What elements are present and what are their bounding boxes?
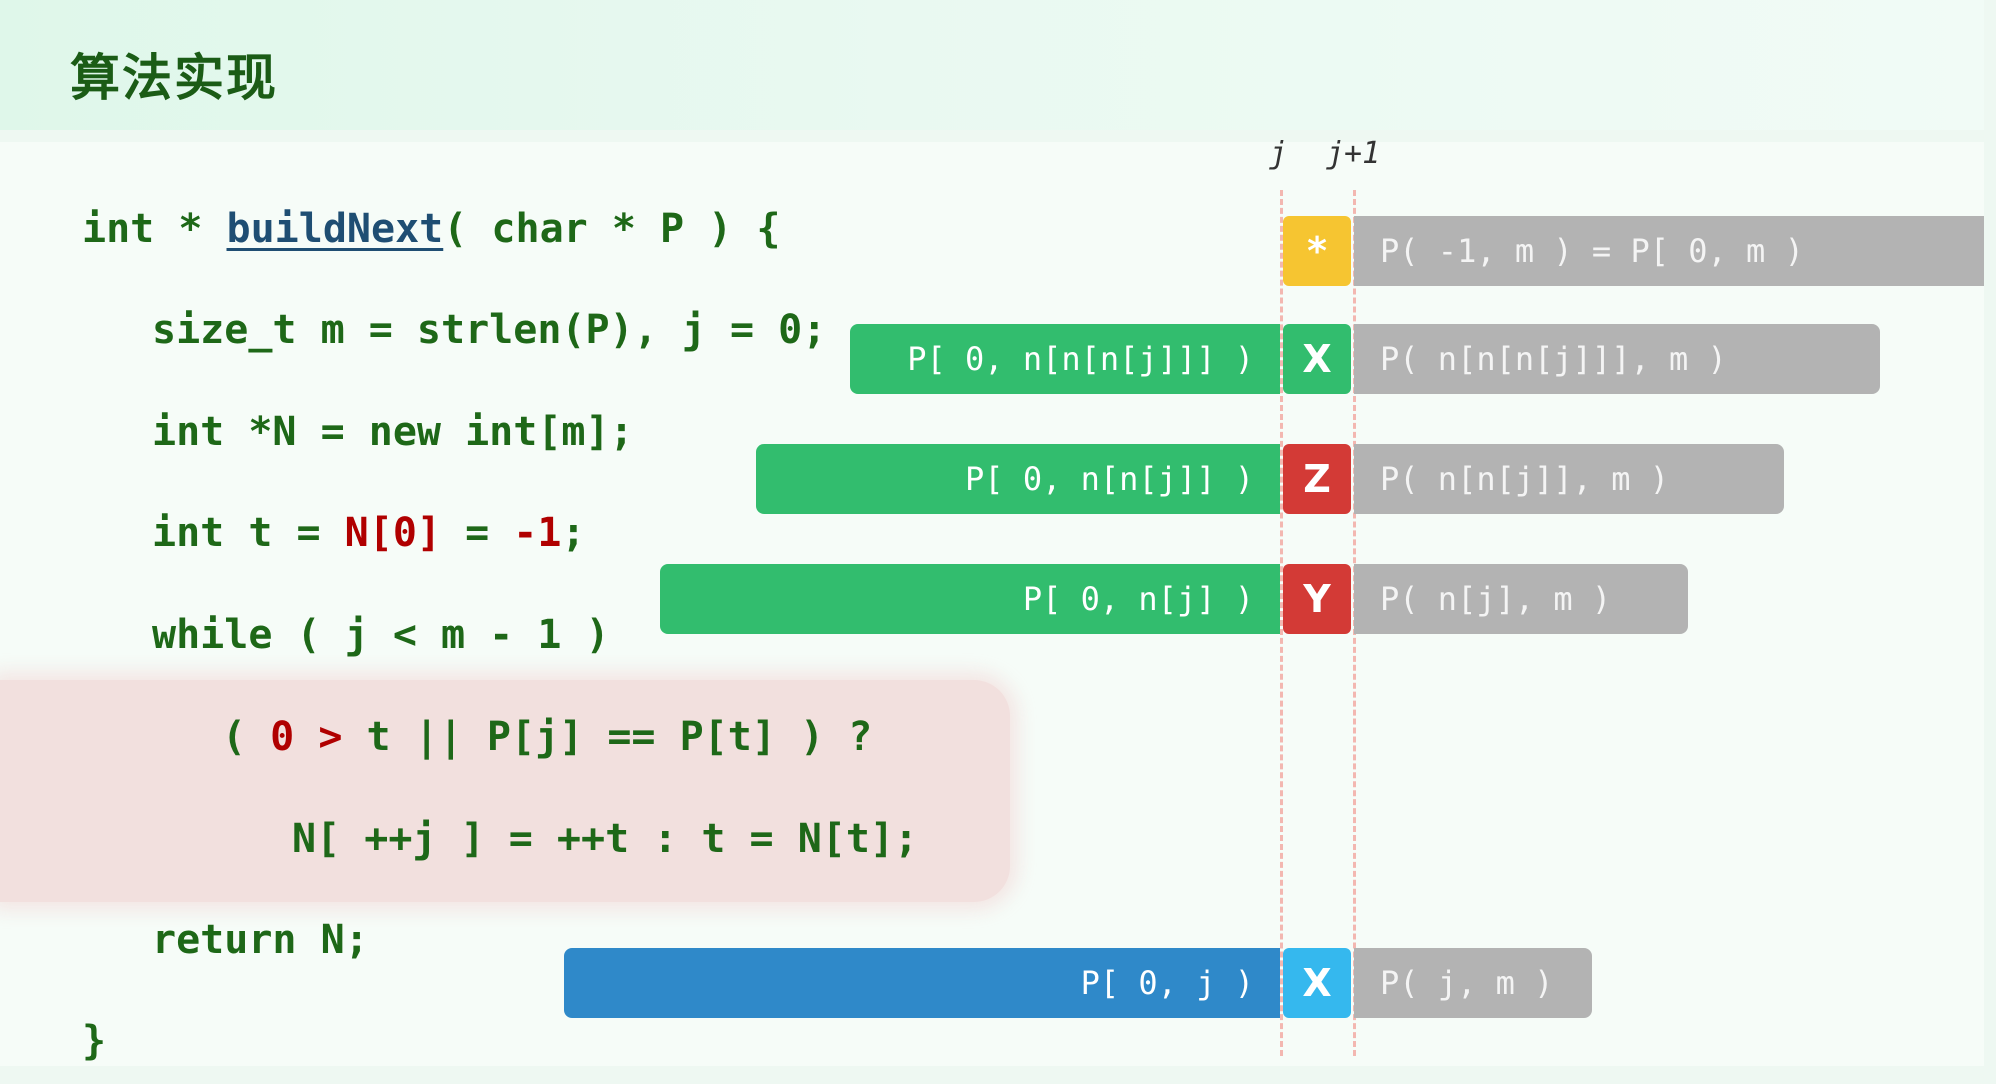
row-1-suffix: P( n[n[n[j]]], m )	[1354, 324, 1880, 394]
row-0-suffix: P( -1, m ) = P[ 0, m )	[1354, 216, 1984, 286]
code-token: N[0]	[344, 510, 441, 556]
function-name-link[interactable]: buildNext	[226, 206, 444, 252]
row-4-suffix: P( j, m )	[1354, 948, 1592, 1018]
code-line-4: int t = N[0] = -1;	[152, 510, 586, 556]
code-line-6: ( 0 > t || P[j] == P[t] ) ?	[222, 714, 872, 760]
row-0-mark: *	[1283, 216, 1351, 286]
code-line-1: int * buildNext( char * P ) {	[82, 206, 780, 252]
code-token: int *	[82, 206, 227, 252]
row-3-mark: Y	[1283, 564, 1351, 634]
row-2-prefix: P[ 0, n[n[j]] )	[756, 444, 1280, 514]
code-token: 0 >	[270, 714, 343, 760]
code-line-2: size_t m = strlen(P), j = 0;	[152, 307, 827, 353]
axis-label-j: j	[1269, 136, 1288, 171]
row-4-prefix: P[ 0, j )	[564, 948, 1280, 1018]
guide-j	[1280, 190, 1283, 1056]
code-line-8: return N;	[152, 917, 369, 963]
code-line-7: N[ ++j ] = ++t : t = N[t];	[292, 816, 919, 862]
code-line-9: }	[82, 1018, 107, 1064]
axis-label-j-plus-1: j+1	[1326, 136, 1381, 171]
row-3-suffix: P( n[j], m )	[1354, 564, 1688, 634]
code-token: -1	[513, 510, 562, 556]
row-2-suffix: P( n[n[j]], m )	[1354, 444, 1784, 514]
code-token: ;	[561, 510, 586, 556]
page-title: 算法实现	[70, 49, 278, 107]
code-highlight	[0, 680, 1010, 902]
code-token: t || P[j] == P[t] ) ?	[342, 714, 873, 760]
row-1-prefix: P[ 0, n[n[n[j]]] )	[850, 324, 1280, 394]
row-2-mark: Z	[1283, 444, 1351, 514]
code-token: int t =	[152, 510, 345, 556]
row-4-mark: X	[1283, 948, 1351, 1018]
code-token: ( char * P ) {	[443, 206, 781, 252]
code-line-5: while ( j < m - 1 )	[152, 612, 610, 658]
header-bar: 算法实现	[0, 0, 1984, 130]
code-line-3: int *N = new int[m];	[152, 409, 634, 455]
row-1-mark: X	[1283, 324, 1351, 394]
row-3-prefix: P[ 0, n[j] )	[660, 564, 1280, 634]
code-token: (	[222, 714, 271, 760]
code-token: =	[440, 510, 514, 556]
